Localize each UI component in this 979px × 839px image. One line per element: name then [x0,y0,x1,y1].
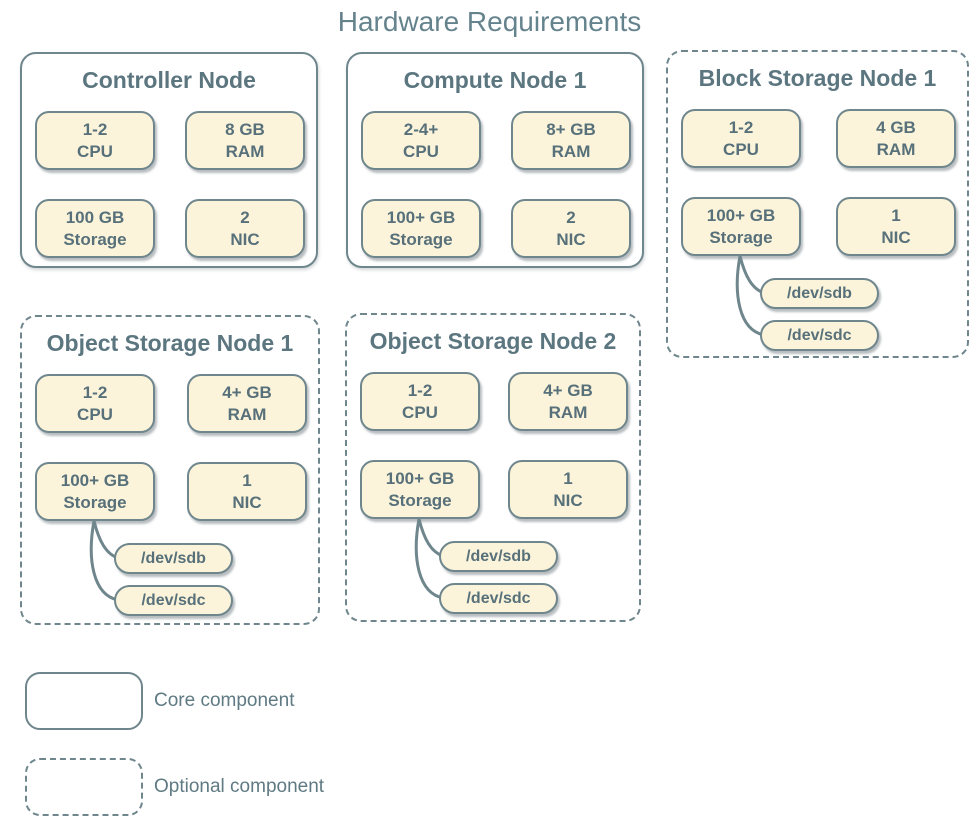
spec-label: RAM [551,141,591,161]
spec-row: 100+ GB Storage 1 NIC [360,460,628,519]
spec-box-nic: 2 NIC [185,199,305,258]
spec-value: 4+ GB [543,380,593,400]
node-card-compute-1: Compute Node 1 2-4+ CPU 8+ GB RAM 100+ G… [346,52,644,268]
spec-box-nic: 1 NIC [187,462,307,521]
spec-label: NIC [230,229,260,249]
spec-value: 4 GB [876,117,916,137]
node-card-object-storage-1: Object Storage Node 1 1-2 CPU 4+ GB RAM … [20,315,320,625]
spec-label: NIC [553,490,583,510]
node-title: Compute Node 1 [403,67,587,93]
spec-label: CPU [723,139,759,159]
spec-value: 1 [242,470,252,490]
node-title: Block Storage Node 1 [698,65,937,91]
legend-swatch-solid [25,672,143,730]
spec-value: 1-2 [82,119,108,139]
spec-label: CPU [77,141,113,161]
disk-pill-sdb: /dev/sdb [439,541,558,572]
spec-box-storage: 100+ GB Storage [361,199,481,258]
spec-row: 100+ GB Storage 1 NIC [681,197,956,256]
spec-box-ram: 4+ GB RAM [508,372,628,431]
legend-label: Optional component [154,776,325,797]
spec-box-ram: 4 GB RAM [836,109,956,168]
spec-box-cpu: 2-4+ CPU [361,111,481,170]
spec-value: 8+ GB [546,119,596,139]
spec-box-ram: 8+ GB RAM [511,111,631,170]
node-title: Object Storage Node 1 [46,330,294,356]
spec-label: CPU [77,404,113,424]
disk-pill-sdb: /dev/sdb [114,543,233,574]
spec-value: 100 GB [65,207,125,227]
spec-label: Storage [388,490,452,510]
spec-label: NIC [232,492,262,512]
spec-value: 100+ GB [385,468,455,488]
spec-label: NIC [881,227,911,247]
spec-label: RAM [548,402,588,422]
legend-label: Core component [154,690,295,711]
spec-value: 1-2 [82,382,108,402]
spec-box-ram: 4+ GB RAM [187,374,307,433]
spec-row: 100+ GB Storage 2 NIC [361,199,631,258]
node-title: Object Storage Node 2 [369,328,617,354]
spec-box-storage: 100+ GB Storage [681,197,801,256]
spec-row: 100 GB Storage 2 NIC [35,199,305,258]
spec-box-storage: 100+ GB Storage [360,460,480,519]
spec-box-ram: 8 GB RAM [185,111,305,170]
spec-value: 4+ GB [222,382,272,402]
spec-box-storage: 100+ GB Storage [35,462,155,521]
spec-row: 2-4+ CPU 8+ GB RAM [361,111,631,170]
spec-value: 8 GB [225,119,265,139]
spec-value: 2 [566,207,576,227]
spec-label: Storage [63,492,127,512]
spec-value: 1-2 [407,380,433,400]
spec-box-cpu: 1-2 CPU [35,374,155,433]
legend: Core component Optional component [25,672,324,816]
spec-value: 1-2 [728,117,754,137]
node-title: Controller Node [82,67,256,93]
spec-box-nic: 1 NIC [508,460,628,519]
spec-label: Storage [709,227,773,247]
spec-box-nic: 2 NIC [511,199,631,258]
spec-box-cpu: 1-2 CPU [35,111,155,170]
spec-box-cpu: 1-2 CPU [681,109,801,168]
spec-value: 100+ GB [60,470,130,490]
spec-value: 1 [563,468,573,488]
spec-label: RAM [876,139,916,159]
spec-row: 1-2 CPU 4+ GB RAM [35,374,307,433]
spec-value: 2 [240,207,250,227]
node-card-object-storage-2: Object Storage Node 2 1-2 CPU 4+ GB RAM … [345,313,641,622]
spec-label: RAM [225,141,265,161]
legend-item-core: Core component [25,672,324,730]
spec-row: 1-2 CPU 4+ GB RAM [360,372,628,431]
spec-label: Storage [63,229,127,249]
spec-box-cpu: 1-2 CPU [360,372,480,431]
spec-row: 1-2 CPU 4 GB RAM [681,109,956,168]
spec-row: 100+ GB Storage 1 NIC [35,462,307,521]
page-title: Hardware Requirements [337,6,642,37]
spec-box-nic: 1 NIC [836,197,956,256]
disk-pill-sdc: /dev/sdc [439,583,558,614]
node-card-block-storage-1: Block Storage Node 1 1-2 CPU 4 GB RAM 10… [666,50,969,358]
spec-label: Storage [389,229,453,249]
spec-label: CPU [403,141,439,161]
spec-label: RAM [227,404,267,424]
node-card-controller: Controller Node 1-2 CPU 8 GB RAM 100 GB … [20,52,318,268]
spec-value: 100+ GB [706,205,776,225]
disk-pill-sdb: /dev/sdb [760,278,879,309]
spec-label: CPU [402,402,438,422]
legend-swatch-dashed [25,758,143,816]
spec-row: 1-2 CPU 8 GB RAM [35,111,305,170]
spec-box-storage: 100 GB Storage [35,199,155,258]
spec-value: 100+ GB [386,207,456,227]
legend-item-optional: Optional component [25,758,324,816]
disk-pill-sdc: /dev/sdc [114,585,233,616]
spec-value: 2-4+ [403,119,439,139]
spec-value: 1 [891,205,901,225]
disk-pill-sdc: /dev/sdc [760,320,879,351]
spec-label: NIC [556,229,586,249]
